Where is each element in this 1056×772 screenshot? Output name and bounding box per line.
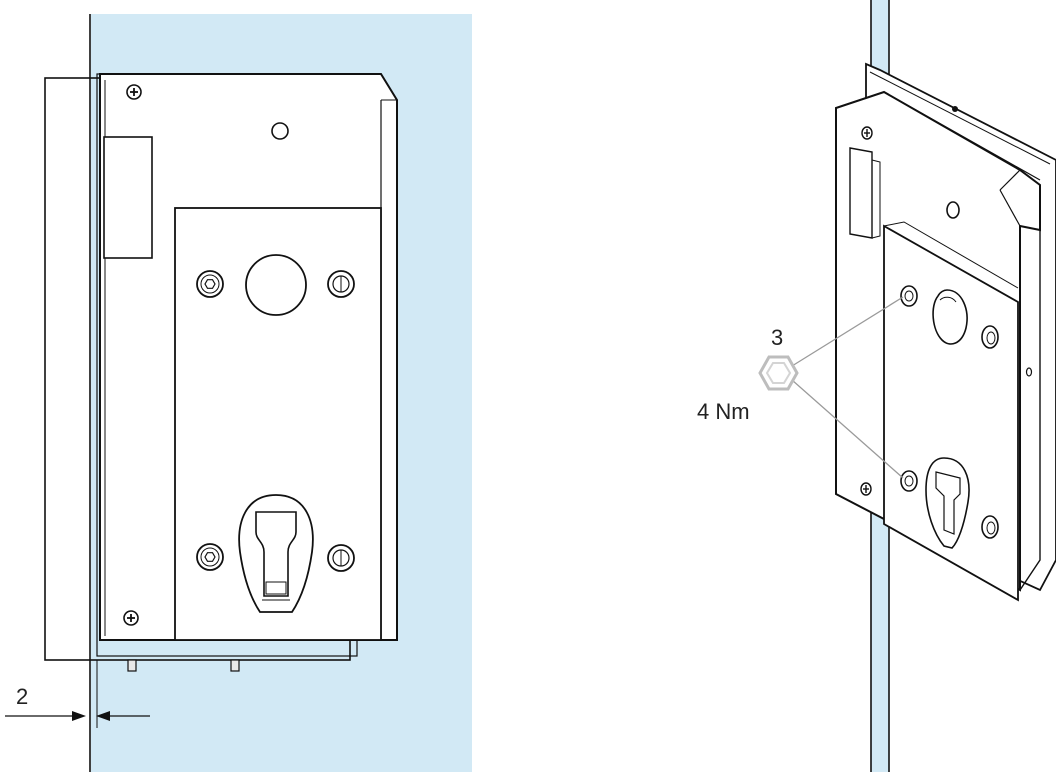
latch-bolt [849,147,873,239]
hex-socket-screw-icon [900,285,918,307]
gap-dimension-label: 2 [16,684,28,709]
top-hole [946,201,960,219]
cylinder-cutout [925,457,970,549]
top-hole [271,122,289,140]
hex-socket-screw-icon [900,470,918,492]
phillips-screw-icon [860,482,872,496]
leader-line [791,379,904,479]
mounting-pins [127,659,240,672]
torque-label: 4 Nm [697,399,750,424]
hex-key-icon [758,355,799,391]
cover-plate [883,224,1019,602]
gap-dimension: 2 [5,660,150,728]
hex-socket-screw-icon [196,543,224,571]
hex-key-size-label: 3 [771,325,783,350]
cylinder-cutout [238,494,314,613]
side-hole [327,270,355,298]
hex-socket-screw-icon [196,270,224,298]
spindle-hole [245,254,307,316]
right-perspective-view: 3 4 Nm [697,0,1056,772]
side-hole [327,544,355,572]
dimension-arrow-icon [96,711,110,721]
left-front-view: 2 [5,14,472,772]
latch-bolt [103,136,153,259]
leader-line [791,296,904,367]
phillips-screw-icon [861,126,873,140]
dimension-arrow-icon [72,711,86,721]
phillips-screw-icon [123,610,139,626]
spindle-hole [932,289,968,345]
phillips-screw-icon [126,84,142,100]
side-hole [981,325,999,349]
side-hole [981,515,999,539]
